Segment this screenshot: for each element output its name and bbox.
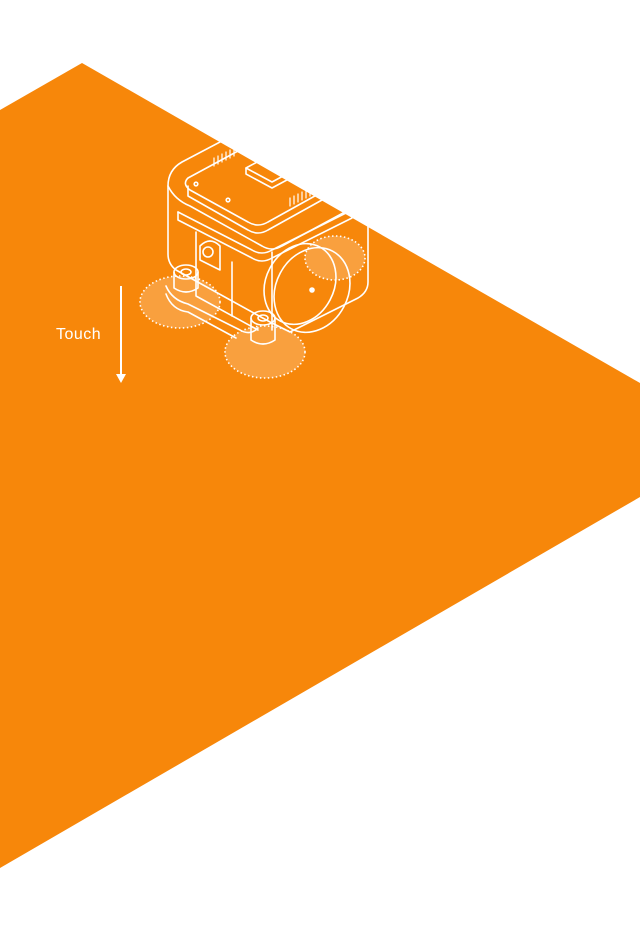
down-arrow-icon (116, 374, 126, 383)
orange-plane (0, 63, 640, 868)
down-arrow-shaft (120, 286, 122, 374)
robot-illustration (165, 117, 369, 345)
touch-label: Touch (56, 326, 102, 343)
